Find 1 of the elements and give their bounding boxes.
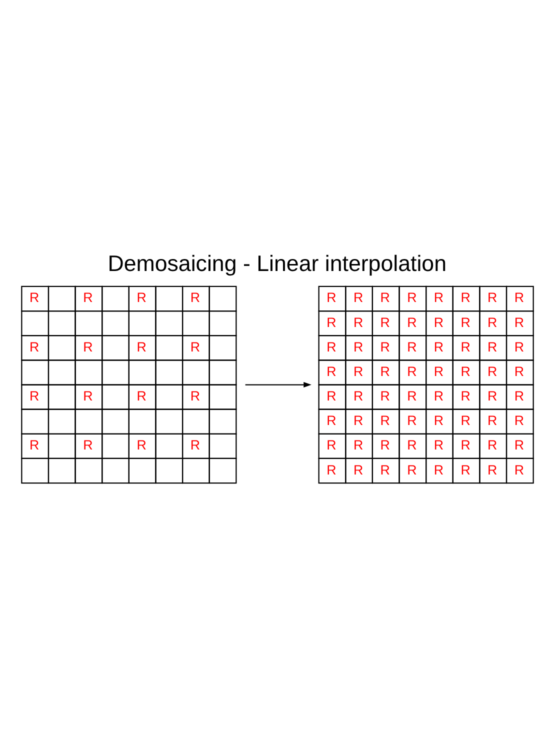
diagram-title: Demosaicing - Linear interpolation xyxy=(108,250,447,276)
